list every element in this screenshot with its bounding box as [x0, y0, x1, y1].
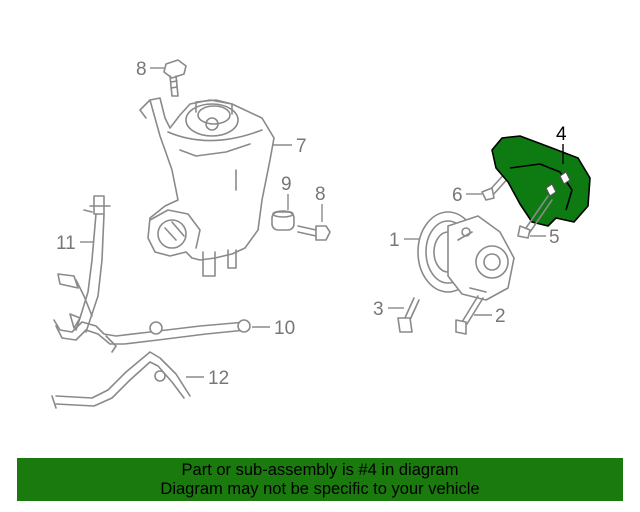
callout-3: 3 — [373, 299, 384, 320]
grommet-9 — [271, 210, 295, 231]
bolt-8-top — [163, 59, 187, 97]
banner-line-disclaimer: Diagram may not be specific to your vehi… — [160, 480, 480, 498]
return-line-12 — [51, 351, 191, 409]
callout-12: 12 — [208, 368, 229, 389]
pump-1 — [417, 211, 515, 301]
reservoir — [139, 97, 275, 277]
banner-line-part-number: Part or sub-assembly is #4 in diagram — [181, 461, 459, 479]
bracket-4-highlighted — [491, 135, 591, 239]
hose-11 — [57, 195, 111, 333]
callout-8-side: 8 — [315, 184, 326, 205]
bolt-8-side — [297, 225, 331, 241]
callout-7: 7 — [296, 136, 307, 157]
pressure-line-10 — [53, 313, 251, 353]
callout-11: 11 — [56, 233, 76, 254]
callout-9: 9 — [281, 174, 292, 195]
callout-10: 10 — [274, 318, 295, 339]
bolt-3 — [397, 297, 420, 333]
callout-6: 6 — [452, 185, 463, 206]
bolt-2 — [455, 295, 484, 335]
callout-2: 2 — [495, 306, 506, 327]
callout-5: 5 — [549, 227, 560, 248]
callout-4: 4 — [556, 124, 567, 145]
part-info-banner: Part or sub-assembly is #4 in diagram Di… — [17, 458, 623, 501]
callout-8-top: 8 — [136, 59, 147, 80]
callout-1: 1 — [389, 230, 400, 251]
